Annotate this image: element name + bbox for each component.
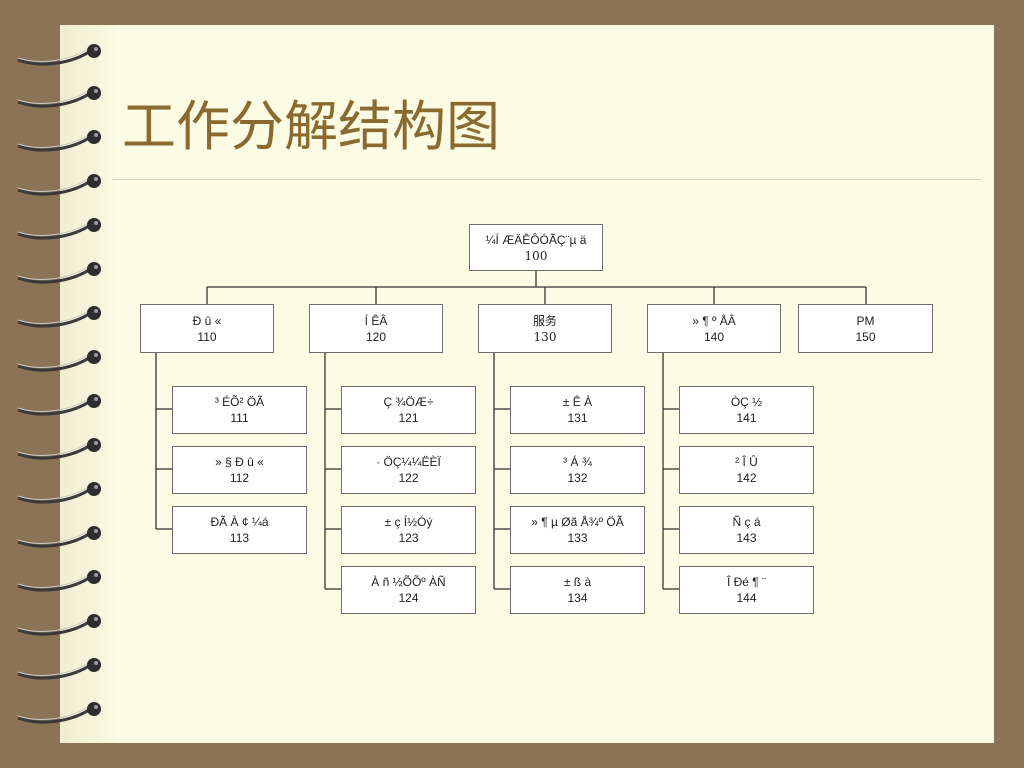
node-code: 123 [398,531,419,545]
node-name: ³ ÉÕ² ÖÃ [214,395,265,409]
wbs-node-140: » ¶ º ÅÂ 140 [647,304,781,353]
node-code: 130 [533,329,557,344]
node-code: 134 [567,591,588,605]
node-name: ± ß à [563,575,592,589]
node-name: ± ç Í½Óý [384,515,433,529]
wbs-node-142: ² Î Û 142 [679,446,814,494]
wbs-node-141: ÒÇ ½ 141 [679,386,814,434]
node-name: · ÖÇ¼¼ËÈÏ [376,455,441,469]
node-code: 132 [567,471,588,485]
wbs-node-130: 服务 130 [478,304,612,353]
wbs-node-133: » ¶ µ Øã Å¾º ÖÃ 133 [510,506,645,554]
spiral-ring-icon [17,526,101,548]
node-code: 150 [855,329,876,344]
wbs-node-144: Î Ðé ¶ ¨ 144 [679,566,814,614]
node-code: 110 [197,329,217,344]
node-code: 120 [365,329,387,344]
node-name: Î Ðé ¶ ¨ [726,575,767,589]
node-name: ³ Á ¾ [563,455,592,469]
node-name: PM [856,313,875,328]
node-code: 141 [736,411,757,425]
spiral-ring-icon [17,44,101,66]
spiral-ring-icon [17,438,101,460]
node-name: » ¶ µ Øã Å¾º ÖÃ [531,515,624,529]
node-code: 133 [567,531,588,545]
spiral-ring-icon [17,394,101,416]
wbs-node-113: ÐÃ À ¢ ¼á 113 [172,506,307,554]
spiral-ring-icon [17,262,101,284]
node-name: ± Ê À [562,395,593,409]
wbs-node-143: Ñ ç á 143 [679,506,814,554]
node-name: Ð û « [192,313,222,328]
node-name: À ñ ½ÕÕº ÀÑ [371,575,446,589]
spiral-ring-icon [17,130,101,152]
wbs-node-112: » § Ð û « 112 [172,446,307,494]
node-code: 113 [229,531,250,545]
node-code: 100 [524,248,548,263]
wbs-node-150: PM 150 [798,304,933,353]
spiral-ring-icon [17,174,101,196]
node-name: ¼Í ÆÄÊÔÓÃÇ¨µ ä [485,232,587,247]
node-code: 121 [398,411,419,425]
wbs-node-121: Ç ¾ÖÆ÷ 121 [341,386,476,434]
wbs-node-120: Í ÊÂ 120 [309,304,443,353]
spiral-ring-icon [17,482,101,504]
spiral-ring-icon [17,306,101,328]
wbs-node-111: ³ ÉÕ² ÖÃ 111 [172,386,307,434]
node-name: ÒÇ ½ [730,395,763,409]
node-name: ÐÃ À ¢ ¼á [210,515,269,529]
spiral-ring-icon [17,86,101,108]
spiral-ring-icon [17,702,101,724]
node-code: 144 [736,591,757,605]
wbs-node-134: ± ß à 134 [510,566,645,614]
node-code: 122 [398,471,419,485]
slide-title: 工作分解结构图 [122,95,500,158]
node-name: 服务 [532,313,557,328]
notebook-page [60,25,994,743]
wbs-node-132: ³ Á ¾ 132 [510,446,645,494]
spiral-ring-icon [17,614,101,636]
title-divider [112,179,982,180]
node-name: Ç ¾ÖÆ÷ [383,395,434,409]
node-name: » ¶ º ÅÂ [692,313,736,328]
spiral-ring-icon [17,350,101,372]
wbs-node-124: À ñ ½ÕÕº ÀÑ 124 [341,566,476,614]
spiral-ring-icon [17,570,101,592]
node-code: 140 [703,329,725,344]
node-code: 143 [736,531,757,545]
node-code: 111 [230,411,249,425]
wbs-node-122: · ÖÇ¼¼ËÈÏ 122 [341,446,476,494]
wbs-node-131: ± Ê À 131 [510,386,645,434]
node-name: » § Ð û « [215,455,264,469]
spiral-ring-icon [17,658,101,680]
node-code: 124 [398,591,419,605]
wbs-node-110: Ð û « 110 [140,304,274,353]
node-name: Ñ ç á [732,515,761,529]
node-name: ² Î Û [735,455,758,469]
node-code: 112 [229,471,250,485]
spiral-ring-icon [17,218,101,240]
node-name: Í ÊÂ [364,313,388,328]
wbs-node-root: ¼Í ÆÄÊÔÓÃÇ¨µ ä 100 [469,224,603,271]
node-code: 142 [736,471,757,485]
wbs-node-123: ± ç Í½Óý 123 [341,506,476,554]
node-code: 131 [567,411,588,425]
